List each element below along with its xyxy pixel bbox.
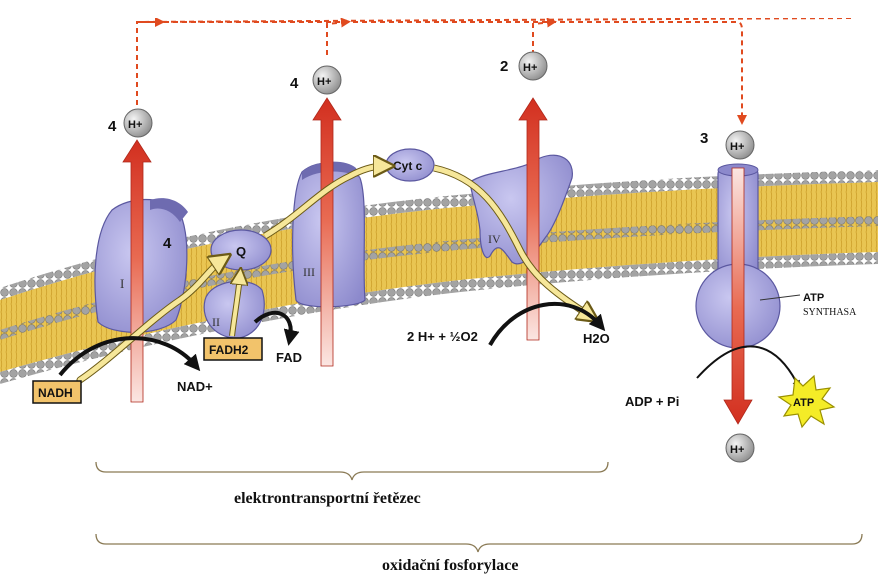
fadh2-label: FADH2 (209, 343, 249, 357)
q-label: Q (236, 244, 246, 259)
atp-synthase-label-2: SYNTHASA (803, 307, 857, 318)
nadh-box: NADH (33, 381, 81, 403)
proton-path-to-atp (137, 22, 742, 120)
atp-star: ATP (779, 376, 834, 427)
adp-label: ADP + Pi (625, 394, 679, 409)
proton-ball-atp-in: H+ (726, 131, 754, 159)
proton-ball-complex-III: H+ (313, 66, 341, 94)
stoich-complex-IV: 2 (500, 58, 508, 75)
proton-ball-complex-IV: H+ (519, 52, 547, 80)
complex-I-label: I (120, 276, 124, 291)
water-label: H2O (583, 331, 610, 346)
stoich-complex-I: 4 (108, 118, 117, 135)
oxphos-brace (96, 534, 862, 552)
complex-IV-label: IV (488, 232, 501, 246)
oxygen-label: 2 H+ + ½O2 (407, 329, 478, 344)
oxphos-brace-label: oxidační fosforylace (382, 557, 518, 574)
atp-label: ATP (793, 397, 814, 409)
proton-ball-complex-I: H+ (124, 109, 152, 137)
stoich-atp-synthase: 3 (700, 130, 708, 147)
svg-text:H+: H+ (730, 444, 744, 456)
svg-text:H+: H+ (317, 76, 331, 88)
adp-reaction-arrow (697, 346, 798, 385)
svg-text:H+: H+ (523, 62, 537, 74)
proton-path-arrow-2 (327, 22, 346, 55)
cytochrome-c: Cyt c (386, 149, 434, 181)
stoich-complex-I-inner: 4 (163, 235, 172, 252)
complex-III-label: III (303, 265, 315, 279)
svg-text:H+: H+ (730, 141, 744, 153)
proton-path-arrow-3 (533, 22, 552, 55)
proton-ball-atp-out: H+ (726, 434, 754, 462)
etc-brace-label: elektrontransportní řetězec (234, 490, 421, 507)
proton-return-path (137, 18, 852, 105)
nadh-label: NADH (38, 386, 73, 400)
stoich-complex-III: 4 (290, 75, 299, 92)
complex-II-label: II (212, 315, 220, 329)
nad-label: NAD+ (177, 379, 213, 394)
fadh2-box: FADH2 (204, 338, 262, 360)
etc-brace (96, 462, 608, 480)
atp-synthase-label-1: ATP (803, 292, 824, 304)
fad-label: FAD (276, 350, 302, 365)
svg-text:H+: H+ (128, 119, 142, 131)
cytc-label: Cyt c (393, 159, 423, 173)
